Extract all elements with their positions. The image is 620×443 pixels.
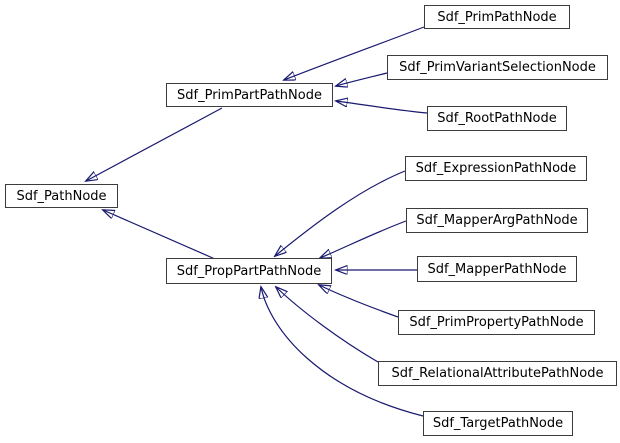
node-sdf-proppartpathnode[interactable]: Sdf_PropPartPathNode <box>166 258 332 284</box>
edge-target-to-proppart <box>261 287 424 417</box>
edge-mapperarg-to-proppart <box>320 220 407 258</box>
node-sdf-expressionpathnode[interactable]: Sdf_ExpressionPathNode <box>405 156 587 181</box>
edge-primpart-to-pathnode <box>86 107 223 181</box>
edge-primpath-to-primpart <box>284 26 425 80</box>
node-sdf-mapperpathnode[interactable]: Sdf_MapperPathNode <box>417 256 577 282</box>
edge-expression-to-proppart <box>275 170 406 256</box>
node-sdf-primpropertypathnode[interactable]: Sdf_PrimPropertyPathNode <box>398 310 595 335</box>
node-sdf-rootpathnode[interactable]: Sdf_RootPathNode <box>427 106 567 131</box>
node-sdf-targetpathnode[interactable]: Sdf_TargetPathNode <box>423 411 573 436</box>
edge-primproperty-to-proppart <box>319 285 399 318</box>
edge-primvariant-to-primpart <box>336 72 388 86</box>
node-sdf-mapperargpathnode[interactable]: Sdf_MapperArgPathNode <box>406 208 588 233</box>
node-sdf-primvariantselectionnode[interactable]: Sdf_PrimVariantSelectionNode <box>387 55 608 80</box>
node-sdf-primpathnode[interactable]: Sdf_PrimPathNode <box>424 5 570 29</box>
node-sdf-pathnode[interactable]: Sdf_PathNode <box>5 184 118 208</box>
edge-proppart-to-pathnode <box>103 210 216 260</box>
node-sdf-primpartpathnode[interactable]: Sdf_PrimPartPathNode <box>166 83 333 107</box>
edge-relattr-to-proppart <box>276 287 379 363</box>
node-sdf-relationalattributepathnode[interactable]: Sdf_RelationalAttributePathNode <box>378 361 617 386</box>
edge-rootpath-to-primpart <box>336 101 428 114</box>
